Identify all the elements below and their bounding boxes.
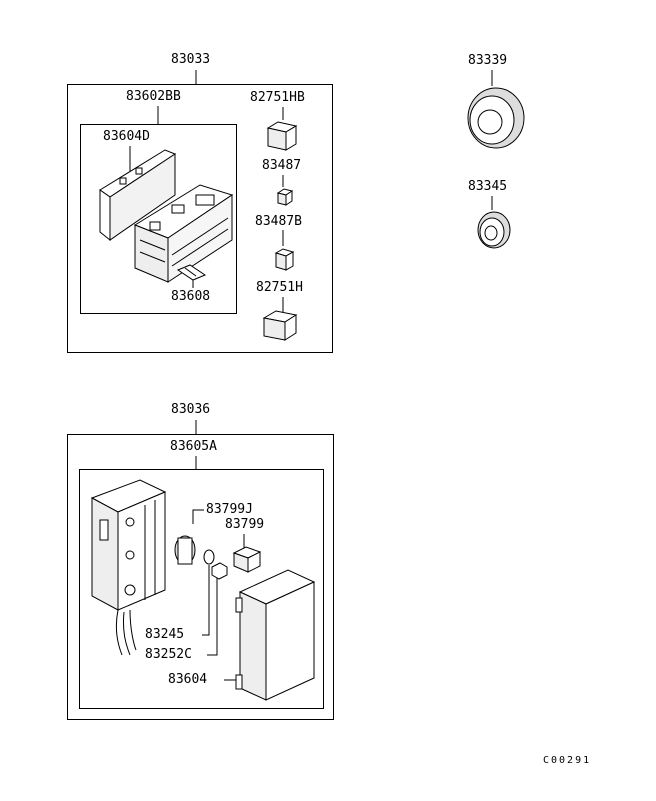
cover-plate-83604D (99, 149, 177, 242)
relay-box-83605A (90, 479, 167, 656)
part-label-82751HB: 82751HB (250, 90, 305, 105)
part-label-83036: 83036 (171, 402, 211, 417)
part-label-83033: 83033 (171, 52, 211, 67)
part-label-83605A: 83605A (170, 439, 217, 454)
connector-83799J (174, 535, 196, 565)
nut-83252C (211, 562, 228, 580)
part-label-82751H: 82751H (256, 280, 303, 295)
part-label-83604D: 83604D (103, 129, 150, 144)
diagram-code: C00291 (543, 755, 592, 766)
leader-83799J (192, 509, 204, 524)
relay-83487B (274, 248, 295, 271)
cover-83604 (235, 569, 316, 701)
assembly-box-83036 (67, 434, 334, 720)
washer-83245 (203, 549, 215, 565)
part-label-83604: 83604 (168, 672, 208, 687)
assembly-box-83602BB (80, 124, 237, 314)
part-label-83339: 83339 (468, 53, 508, 68)
assembly-box-83605A (79, 469, 324, 709)
part-label-83487: 83487 (262, 158, 302, 173)
relay-82751HB (266, 121, 298, 151)
part-label-83245: 83245 (145, 627, 185, 642)
part-label-83799: 83799 (225, 517, 265, 532)
grommet-83339 (467, 87, 525, 149)
part-label-83799J: 83799J (206, 502, 253, 517)
leader-83252C (207, 575, 218, 656)
part-label-83487B: 83487B (255, 214, 302, 229)
part-label-83252C: 83252C (145, 647, 192, 662)
leader-83245 (202, 565, 210, 636)
grommet-83345 (477, 211, 511, 249)
part-label-83345: 83345 (468, 179, 508, 194)
junction-block-83602BB (133, 184, 234, 283)
relay-82751H (262, 310, 298, 341)
cap-83799 (232, 546, 262, 573)
relay-83487 (276, 188, 294, 206)
fuse-puller-83608 (176, 264, 207, 281)
assembly-box-83033 (67, 84, 333, 353)
part-label-83608: 83608 (171, 289, 211, 304)
part-label-83602BB: 83602BB (126, 89, 181, 104)
